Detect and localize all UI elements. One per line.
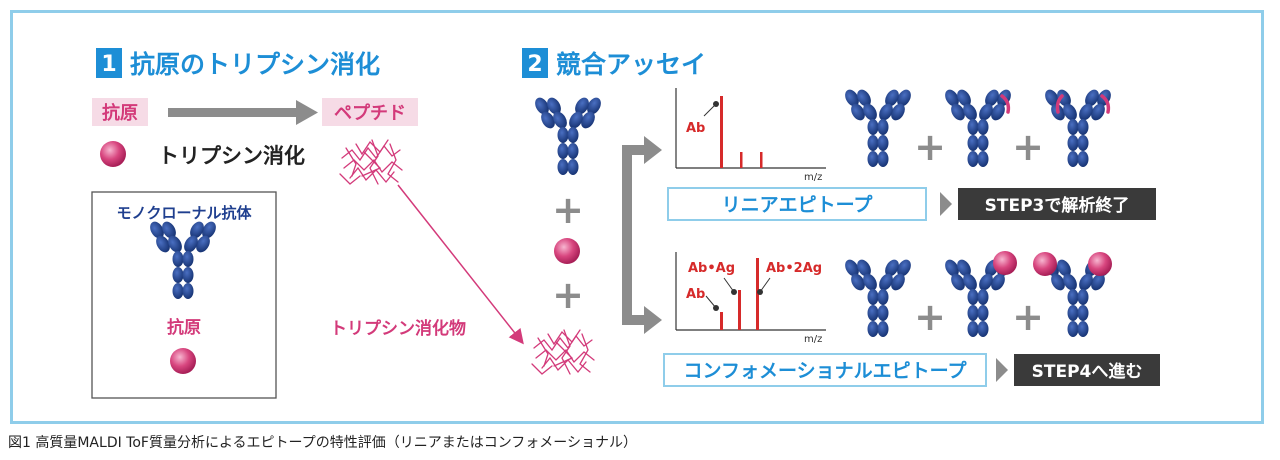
top-antibody-1 (842, 87, 914, 167)
section1-header: 1 抗原のトリプシン消化 (96, 48, 380, 79)
peptide-fragments-bottom (531, 329, 595, 375)
digestion-arrow (168, 100, 318, 125)
digest-product-label: トリプシン消化物 (330, 318, 466, 339)
assay-plus-1: + (552, 188, 584, 232)
top-mass-spectrum: Ab m/z (675, 88, 826, 183)
antigen-label-bg (92, 98, 148, 126)
bottom-plus-2: + (1012, 295, 1044, 339)
step3-box (958, 188, 1156, 220)
assay-antigen-ball (554, 238, 580, 264)
bottom-peak-ab2ag (756, 258, 759, 330)
legend-box (91, 191, 277, 399)
antigen-label: 抗原 (102, 102, 138, 124)
bottom-mass-spectrum: Ab Ab•Ag Ab•2Ag m/z (675, 252, 826, 345)
section2-number: 2 (527, 52, 542, 77)
trypsin-label: トリプシン消化 (158, 144, 305, 168)
top-plus-1: + (914, 125, 946, 169)
top-peak-small-2 (760, 152, 763, 168)
conformational-epitope-box (663, 353, 987, 387)
linear-epitope-label: リニアエピトープ (722, 193, 874, 216)
antigen-ball (100, 141, 126, 167)
bottom-antibody-2-antigen (993, 251, 1017, 275)
bottom-plus-1: + (914, 295, 946, 339)
step4-box (1014, 354, 1160, 386)
bottom-peak-abag (738, 290, 741, 330)
linear-epitope-box (667, 187, 927, 221)
top-peak-ab (720, 96, 723, 168)
top-peak-small-1 (740, 152, 743, 168)
legend-antigen-ball (170, 348, 196, 374)
top-x-label: m/z (804, 172, 822, 183)
section1-title: 抗原のトリプシン消化 (130, 50, 380, 79)
assay-plus-2: + (552, 273, 584, 317)
branch-arrows (622, 136, 662, 334)
bottom-peak-ab (720, 312, 723, 330)
diagram-canvas: 1 抗原のトリプシン消化 抗原 ペプチド トリプシン消化 モノクローナル抗体 抗… (91, 48, 1160, 399)
peptide-label: ペプチド (334, 102, 406, 124)
bottom-antibody-3-antigen-right (1088, 252, 1112, 276)
bottom-peak-label-abag: Ab•Ag (688, 261, 735, 276)
section2-header: 2 競合アッセイ (522, 48, 706, 79)
top-antibody-2-peptide (1000, 94, 1011, 114)
top-plus-2: + (1012, 125, 1044, 169)
top-peak-label: Ab (686, 121, 705, 136)
legend-antigen-label: 抗原 (167, 317, 201, 338)
section1-number: 1 (101, 52, 116, 77)
peptide-fragments-top (339, 139, 403, 185)
top-antibody-3-peptide-left (1055, 94, 1064, 114)
step4-arrow-icon (996, 358, 1008, 382)
conformational-epitope-label: コンフォメーショナルエピトープ (684, 359, 968, 382)
bottom-x-label: m/z (804, 334, 822, 345)
step4-label: STEP4へ進む (1032, 362, 1143, 382)
digest-product-arrow (397, 184, 524, 345)
legend-antibody-icon (147, 219, 219, 299)
legend-antibody-label: モノクローナル抗体 (116, 204, 252, 222)
bottom-antibody-3-antigen-left (1033, 252, 1057, 276)
top-antibody-3-peptide-right (1100, 94, 1111, 114)
peptide-label-bg (322, 98, 418, 126)
bottom-peak-label-ab: Ab (686, 287, 705, 302)
figure-caption: 図1 高質量MALDI ToF質量分析によるエピトープの特性評価（リニアまたはコ… (8, 435, 638, 451)
bottom-antibody-1 (842, 257, 914, 337)
bottom-peak-label-ab2ag: Ab•2Ag (766, 261, 822, 276)
step3-arrow-icon (940, 192, 952, 216)
section2-title: 競合アッセイ (556, 50, 706, 79)
assay-antibody-icon (532, 95, 604, 175)
step3-label: STEP3で解析終了 (985, 195, 1130, 216)
